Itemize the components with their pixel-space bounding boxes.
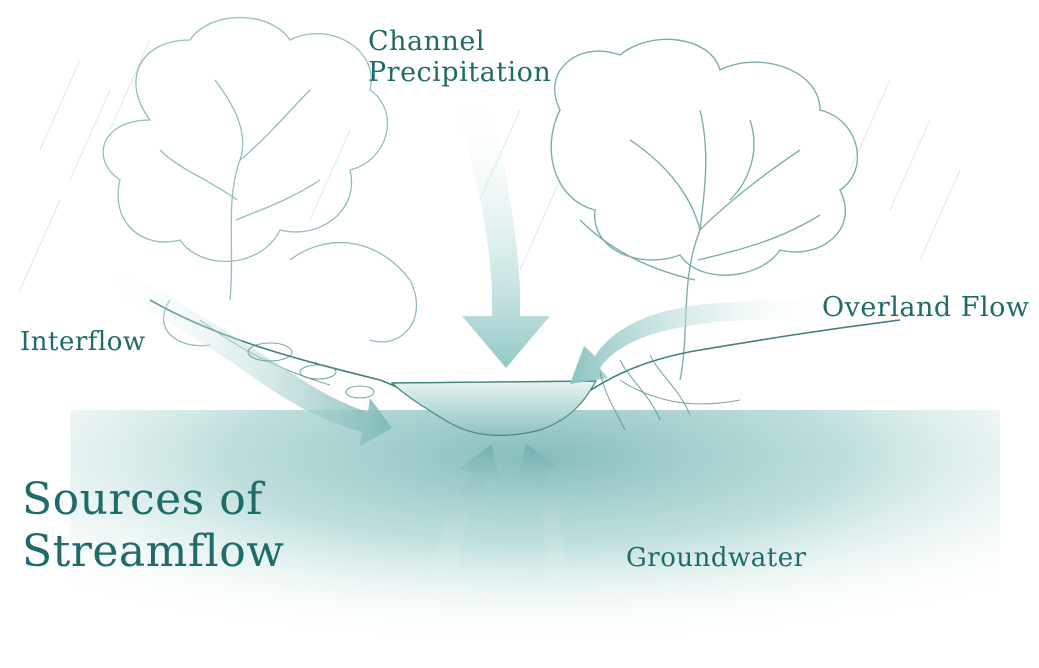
- label-channel-line1: Channel: [368, 26, 551, 57]
- label-channel-precipitation: Channel Precipitation: [368, 26, 551, 88]
- title-line2: Streamflow: [22, 526, 284, 578]
- diagram-title: Sources of Streamflow: [22, 474, 284, 578]
- label-interflow: Interflow: [20, 328, 146, 358]
- overland-flow-arrow: [570, 300, 826, 384]
- label-channel-line2: Precipitation: [368, 57, 551, 88]
- channel-precipitation-arrow: [452, 85, 550, 368]
- label-overland-flow: Overland Flow: [822, 292, 1030, 323]
- title-line1: Sources of: [22, 474, 284, 526]
- label-groundwater: Groundwater: [626, 544, 807, 574]
- right-tree-sketch: [551, 39, 857, 380]
